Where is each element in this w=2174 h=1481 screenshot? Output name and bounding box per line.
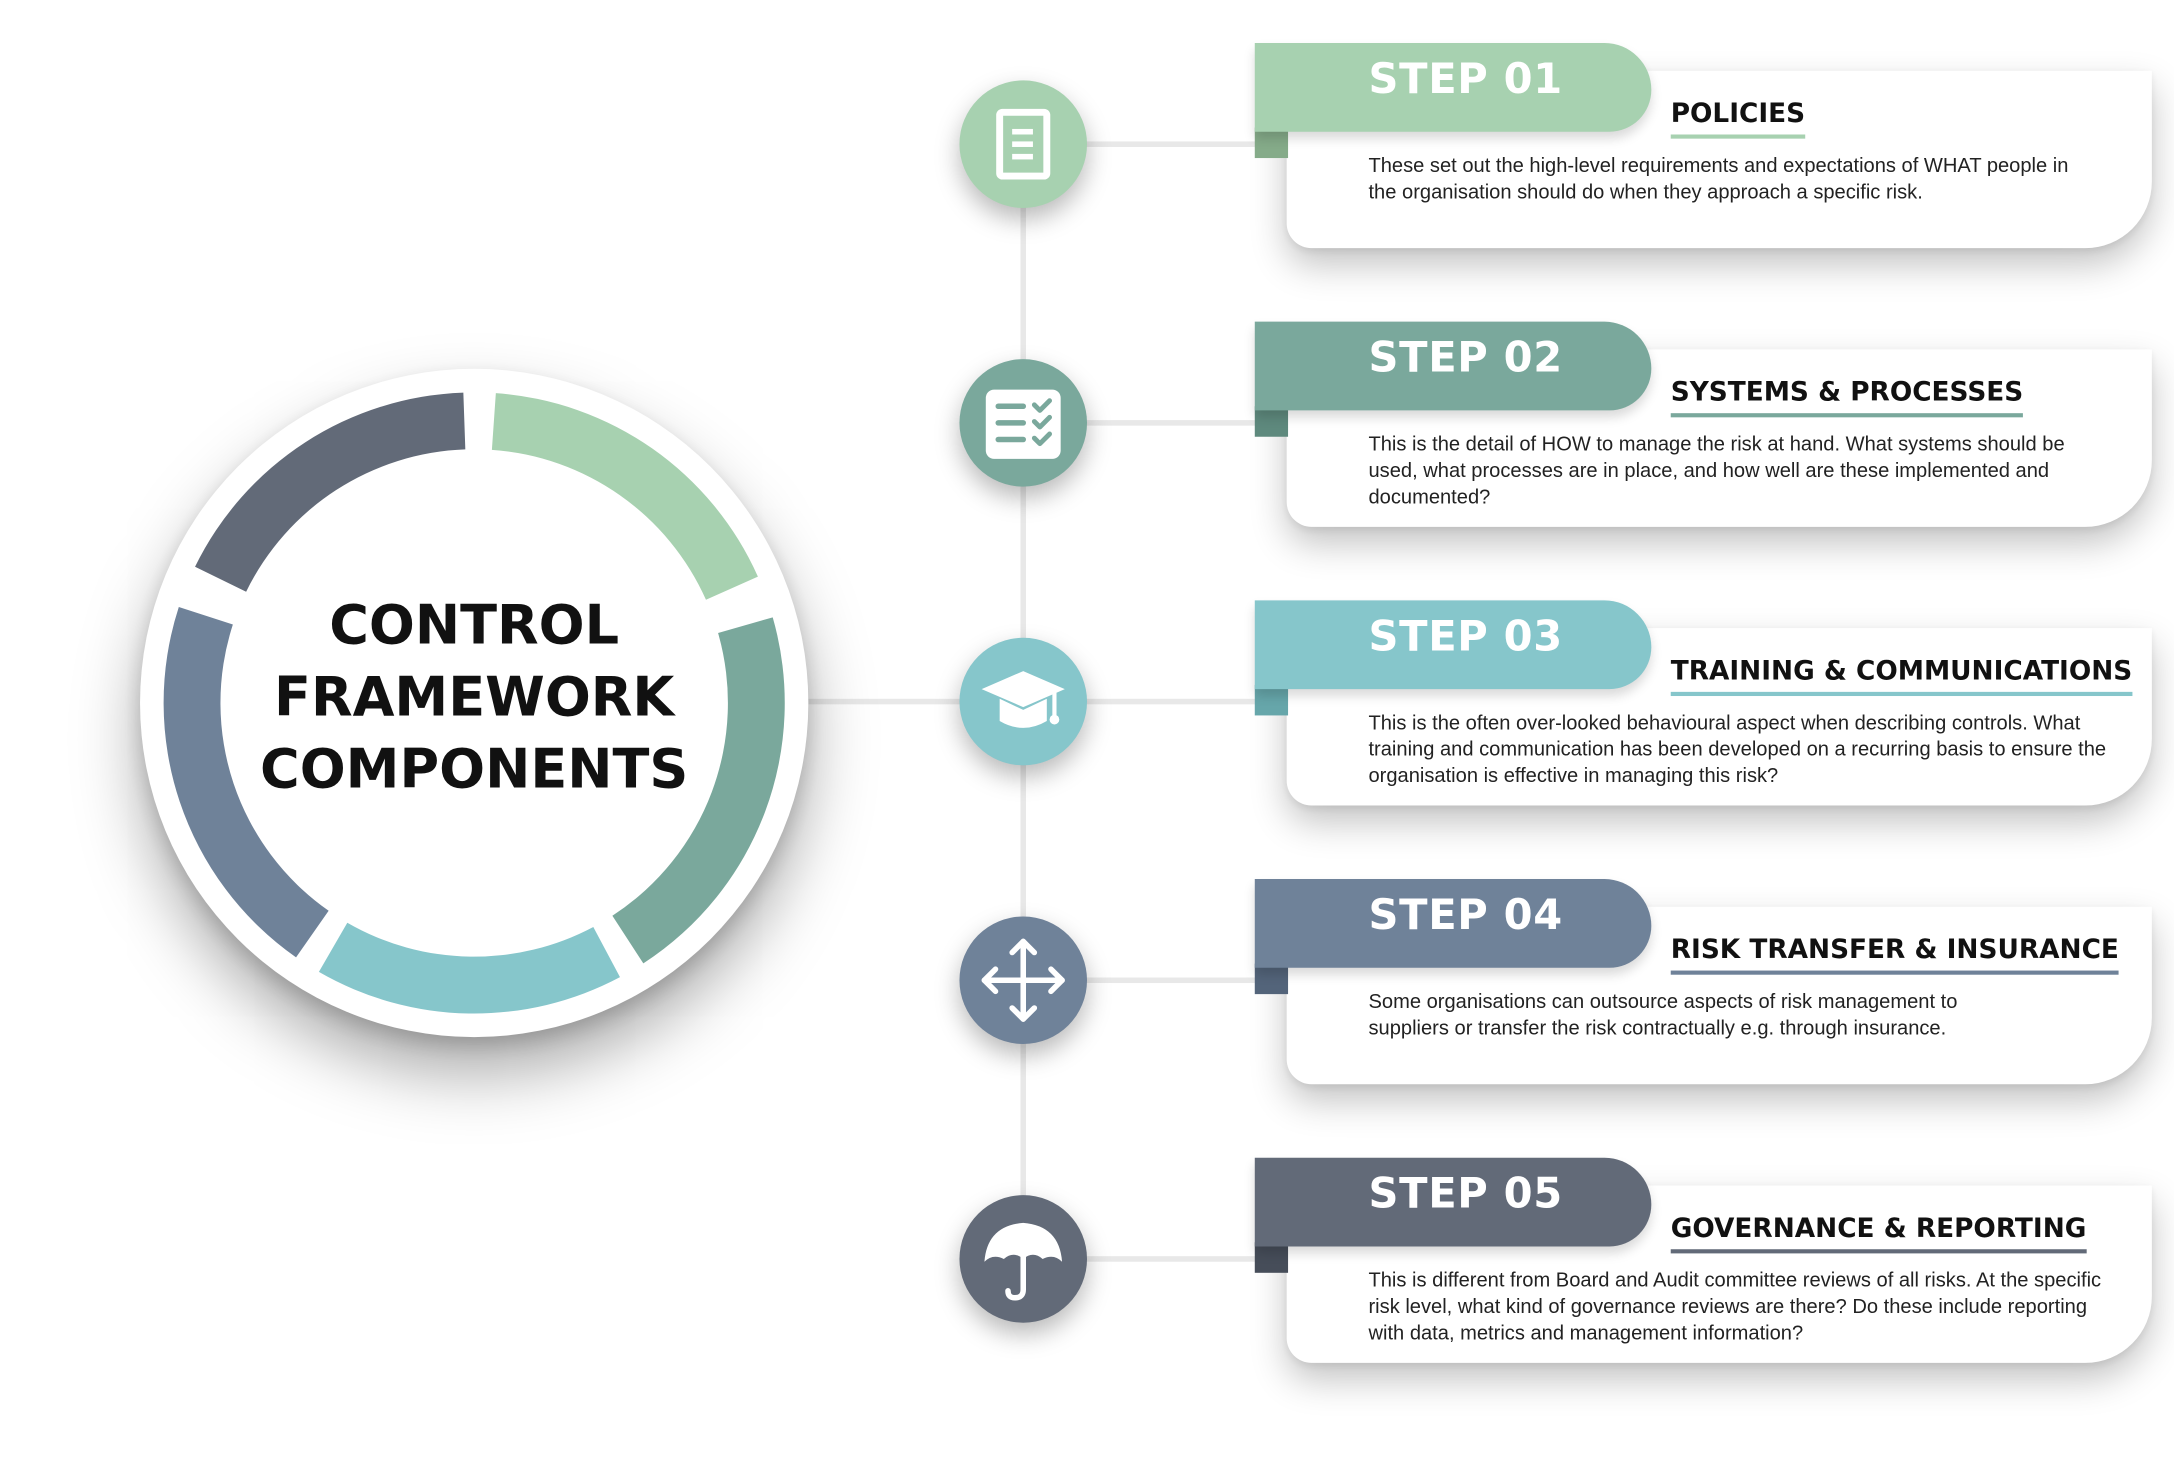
ring-segment-aqua (318, 922, 620, 1014)
step-02-connector (1023, 420, 1259, 426)
graduation-cap-icon (981, 671, 1065, 728)
checklist-icon (985, 389, 1061, 459)
step-03-tab-fold (1254, 684, 1289, 716)
step-05-connector (1023, 1256, 1259, 1262)
step-03-description: This is the often over-looked behavioura… (1368, 712, 2107, 788)
title-line-1: CONTROL (329, 594, 620, 658)
step-01-label: STEP 01 (1368, 55, 1563, 104)
step-01-node (959, 80, 1088, 208)
step-02-heading: SYSTEMS & PROCESSES (1670, 377, 2024, 418)
document-icon (996, 108, 1051, 180)
step-04-heading: RISK TRANSFER & INSURANCE (1670, 935, 2119, 975)
step-01-tab-fold (1254, 127, 1289, 159)
step-04-tab-fold (1254, 963, 1289, 995)
step-02-tab-fold (1254, 406, 1289, 437)
step-04-node (959, 916, 1088, 1045)
step-05-node (959, 1195, 1088, 1323)
step-04-tab: STEP 04 (1254, 879, 1652, 968)
ring-segment-teal (612, 617, 785, 964)
move-arrows-icon (981, 938, 1065, 1022)
step-02-label: STEP 02 (1368, 334, 1563, 383)
step-04-label: STEP 04 (1368, 891, 1563, 941)
step-05-description: This is different from Board and Audit c… (1368, 1270, 2102, 1345)
step-04-connector (1023, 977, 1259, 984)
umbrella-icon (984, 1222, 1063, 1301)
step-01-heading: POLICIES (1670, 98, 1806, 139)
step-03-node (959, 637, 1088, 766)
step-02-node (959, 359, 1088, 487)
ring-segment-green (491, 393, 758, 600)
ring-segments (163, 392, 785, 1014)
step-04-description: Some organisations can outsource aspects… (1368, 991, 1958, 1040)
step-01-description: These set out the high-level requirement… (1368, 155, 2069, 204)
step-03-tab: STEP 03 (1254, 600, 1652, 690)
step-01-connector (1023, 141, 1259, 147)
ring-connector (808, 698, 1024, 705)
step-02-description: This is the detail of HOW to manage the … (1368, 433, 2065, 509)
step-05-tab: STEP 05 (1254, 1157, 1652, 1247)
framework-ring: CONTROL FRAMEWORK COMPONENTS (140, 368, 809, 1038)
step-03-connector (1023, 698, 1259, 705)
step-01-tab: STEP 01 (1254, 42, 1652, 132)
step-05-heading: GOVERNANCE & REPORTING (1670, 1213, 2087, 1254)
framework-title: CONTROL FRAMEWORK COMPONENTS (140, 591, 808, 807)
step-02-tab: STEP 02 (1254, 321, 1652, 411)
step-03-label: STEP 03 (1368, 612, 1563, 662)
ring-segment-slate-blue (163, 606, 329, 958)
step-05-tab-fold (1254, 1242, 1289, 1273)
step-03-heading: TRAINING & COMMUNICATIONS (1670, 656, 2133, 697)
title-line-3: COMPONENTS (260, 739, 689, 802)
ring-segment-dark-slate (195, 392, 466, 592)
step-05-label: STEP 05 (1368, 1170, 1563, 1219)
title-line-2: FRAMEWORK (274, 666, 675, 730)
